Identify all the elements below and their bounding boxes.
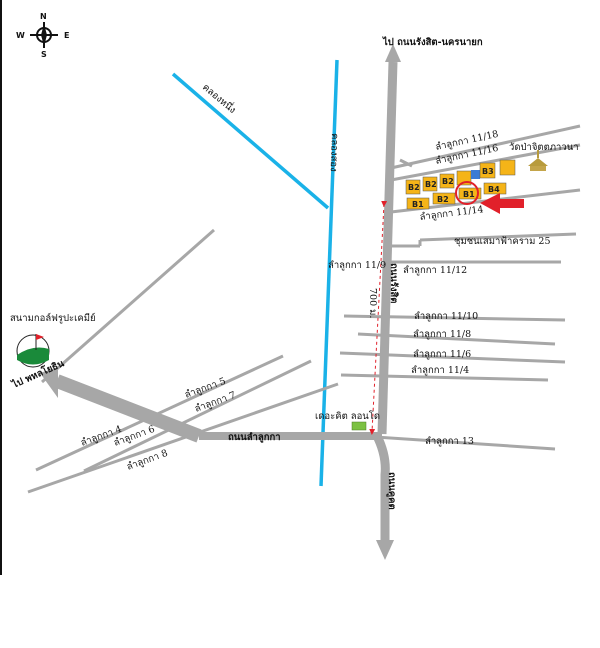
golf-course-icon (16, 334, 50, 368)
compass-n: N (40, 12, 47, 21)
store-marker (351, 421, 367, 431)
compass-s: S (41, 50, 47, 59)
compass-icon: N S W E (16, 12, 69, 59)
soi-11-4-label: ลำลูกกา 11/4 (411, 365, 469, 376)
soi-11-9-label: ลำลูกกา 11/9 (328, 260, 386, 271)
soi-11-6-label: ลำลูกกา 11/6 (413, 349, 471, 360)
canal-vertical-label: คลองสอง (328, 133, 340, 172)
distance-label: 700 ม. (367, 288, 378, 318)
compass-e: E (64, 31, 69, 40)
soi-11-12-label: ลำลูกกา 11/12 (403, 265, 467, 276)
canal-diagonal-label: คลองหนึ่ง (200, 80, 239, 116)
block-label: B4 (488, 185, 500, 194)
road-south-label: ถนนคูคต (385, 472, 397, 510)
block-label: B2 (437, 195, 449, 204)
soi-11-10-label: ลำลูกกา 11/10 (414, 311, 478, 322)
distance-line (369, 200, 388, 435)
block-label: B2 (442, 177, 454, 186)
golf-label: สนามกอล์ฟรูปะเคมีย์ (10, 312, 96, 324)
temple-label: วัดป่าจิตตภาวนา (509, 142, 579, 153)
road-main-label: ถนนลำลูกกา (228, 432, 281, 444)
pointer-arrow-icon (480, 193, 524, 214)
canal-diagonal (171, 72, 330, 210)
project-blocks: B2 B2 B2 B1 B1 B2 B3 B4 (405, 159, 516, 210)
block-label: B1 (463, 190, 475, 199)
main-roads (40, 44, 401, 560)
side-lanes (27, 124, 581, 494)
canal-vertical (319, 59, 339, 487)
soi-13-label: ลำลูกกา 13 (425, 436, 474, 447)
compass-w: W (16, 31, 25, 40)
soi-11-8-label: ลำลูกกา 11/8 (413, 329, 471, 340)
block-label: B2 (408, 183, 420, 192)
project-marker (455, 181, 479, 205)
block-label: B1 (412, 200, 424, 209)
block-label: B2 (425, 180, 437, 189)
community-label: ชุมชนเสมาฟ้าคราม 25 (454, 236, 551, 247)
store-label: เดอะคิต ลอนโด (315, 410, 380, 422)
temple-icon (528, 150, 548, 171)
block-label: B3 (482, 167, 494, 176)
road-north-label: ถนนรังสิต (388, 263, 399, 303)
destination-north: ไป ถนนรังสิต-นครนายก (382, 36, 483, 48)
